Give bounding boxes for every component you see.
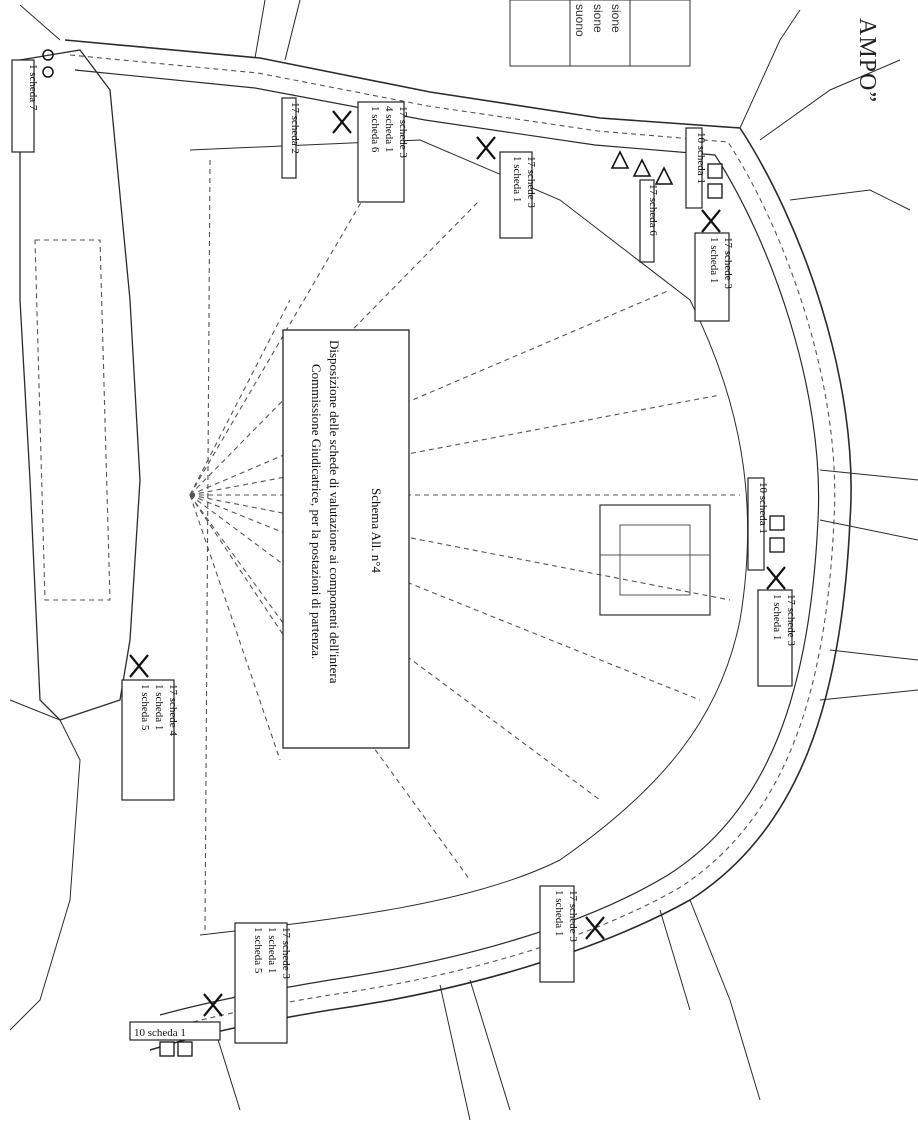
station-label-b: 17 scheda 2 — [281, 97, 301, 179]
station-line: 17 schede 3 — [567, 890, 579, 942]
station-label-i: 17 schede 31 scheda 1 — [757, 589, 797, 687]
side-streets — [19, 0, 918, 1121]
station-line: 17 schede 3 — [785, 594, 797, 646]
legend-row-2: sione — [591, 4, 605, 33]
station-line: 1 scheda 1 — [266, 927, 278, 973]
station-line: 17 schede 3 — [722, 237, 734, 289]
legend-row-1: sione — [609, 4, 623, 33]
left-building-street — [9, 699, 81, 1031]
station-label-e: 10 scheda 1 — [685, 127, 707, 209]
legend-row-3: suono — [573, 4, 587, 37]
station-line: 17 schede 3 — [397, 106, 409, 158]
x-marker — [476, 136, 496, 160]
station-line: 1 scheda 7 — [27, 64, 39, 111]
markers — [129, 110, 786, 1017]
station-line: 1 scheda 5 — [252, 927, 264, 974]
square-markers — [159, 163, 785, 1057]
station-box — [11, 59, 35, 153]
station-box — [281, 97, 297, 179]
triangle-marker — [610, 150, 630, 169]
station-label-f: 17 scheda 6 — [639, 179, 659, 263]
square-marker — [769, 537, 785, 553]
x-marker — [129, 654, 149, 678]
caption-line-2: Disposizione delle schede di valutazione… — [327, 340, 342, 684]
station-label-j: 17 schede 41 scheda 11 scheda 5 — [121, 679, 179, 801]
station-line: 10 scheda 1 — [757, 482, 769, 534]
station-line: 17 scheda 2 — [289, 102, 301, 154]
station-label-k: 17 schede 31 scheda 1 — [539, 885, 579, 983]
station-line: 1 scheda 1 — [153, 684, 165, 730]
x-marker — [585, 916, 605, 940]
campo-inner-fan — [189, 139, 749, 936]
piazza-inner-wall — [74, 69, 820, 1016]
station-box — [685, 127, 703, 209]
fonte-gaia — [599, 504, 711, 616]
station-box — [129, 1021, 221, 1041]
x-marker — [701, 209, 721, 233]
left-building — [19, 49, 141, 721]
station-line: 1 scheda 6 — [369, 106, 381, 153]
wall-hatching — [69, 54, 836, 1033]
triangle-marker — [654, 166, 674, 185]
triangle-markers — [610, 150, 674, 185]
station-label-m: 17 schede 31 scheda 11 scheda 5 — [234, 922, 292, 1044]
triangle-marker — [632, 158, 652, 177]
station-line: 10 scheda 1 — [695, 132, 707, 184]
station-line: 1 scheda 5 — [139, 684, 151, 731]
station-label-h: 10 scheda 1 — [747, 477, 769, 571]
station-box — [757, 589, 793, 687]
caption-box: Schema All. n°4 Disposizione delle sched… — [282, 329, 410, 749]
station-line: 4 scheda 1 — [383, 106, 395, 152]
station-box — [639, 179, 655, 263]
left-building-inner — [34, 239, 111, 601]
square-marker — [707, 163, 723, 179]
station-label-g: 17 schede 31 scheda 1 — [694, 232, 734, 322]
station-line: 10 scheda 1 — [134, 1027, 186, 1039]
square-marker — [177, 1041, 193, 1057]
station-label-d: 17 schede 31 scheda 1 — [499, 151, 537, 239]
station-line: 17 scheda 6 — [647, 184, 659, 236]
campo-fan-edge — [204, 159, 211, 931]
x-marker — [203, 993, 223, 1017]
x-marker — [332, 110, 352, 134]
legend-box: sione sione suono — [509, 0, 691, 67]
caption-line-3: Commissione Giudicatrice, per la postazi… — [309, 364, 324, 659]
station-label-a: 1 scheda 7 — [11, 59, 39, 153]
square-marker — [707, 183, 723, 199]
station-box — [539, 885, 575, 983]
station-line: 17 schede 3 — [280, 927, 292, 979]
square-marker — [769, 515, 785, 531]
station-box — [234, 922, 288, 1044]
circle-marker — [42, 49, 54, 61]
piazza-outer-wall — [64, 39, 852, 1051]
station-line: 1 scheda 1 — [511, 156, 523, 202]
station-box — [499, 151, 533, 239]
station-line: 17 schede 4 — [167, 684, 179, 736]
station-line: 1 scheda 1 — [708, 237, 720, 283]
station-box — [121, 679, 175, 801]
station-box — [747, 477, 765, 571]
station-line: 17 schede 3 — [525, 156, 537, 208]
circle-markers — [42, 49, 54, 78]
circle-marker — [42, 66, 54, 78]
station-label-l: 10 scheda 1 — [129, 1021, 221, 1041]
station-line: 1 scheda 1 — [553, 890, 565, 936]
square-marker — [159, 1041, 175, 1057]
caption-title: Schema All. n°4 — [369, 488, 384, 573]
station-line: 1 scheda 1 — [771, 594, 783, 640]
station-box — [357, 101, 405, 203]
x-marker — [766, 566, 786, 590]
station-label-c: 17 schede 34 scheda 11 scheda 6 — [357, 101, 409, 203]
map-title-fragment: AMPO” — [854, 18, 880, 103]
station-box — [694, 232, 730, 322]
